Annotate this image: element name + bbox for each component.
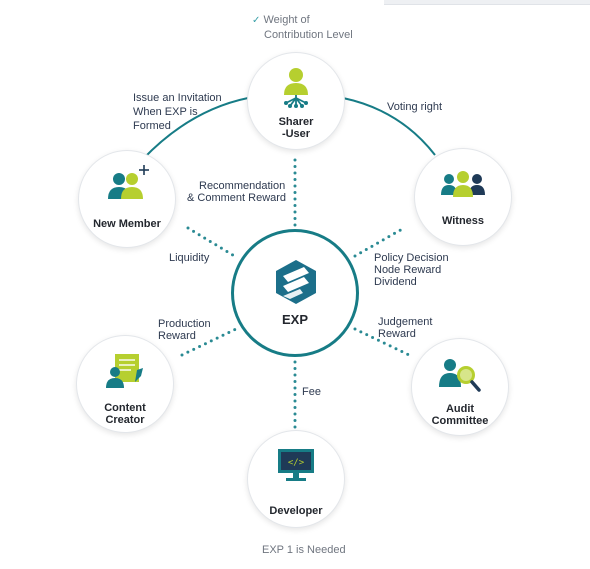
two-people-plus-icon [108,165,149,199]
person-network-icon [284,68,308,108]
weight-annotation: ✓ Weight of [252,14,310,27]
sharer-label-2: -User [281,128,311,140]
witness-label: Witness [441,215,485,227]
check-icon: ✓ [252,15,261,26]
person-magnifier-icon [439,359,481,392]
liquidity-annotation: Liquidity [169,252,210,264]
voting-annotation: Voting right [387,101,443,113]
developer-node: </> Developer [247,430,345,528]
weight-line-1: Weight of [263,14,310,26]
exp-logo-icon [276,260,316,304]
content-creator-label-2: Creator [105,414,145,426]
production-line-2: Reward [158,330,196,342]
policy-line-1: Policy Decision [374,252,449,264]
content-creator-node: Content Creator [76,335,174,433]
top-edge-bar [384,0,590,5]
recommend-line-2: & Comment Reward [187,192,287,204]
weight-line-2: Contribution Level [264,29,353,41]
judgement-line-2: Reward [378,328,416,340]
sharer-label-1: Sharer [278,116,314,128]
new-member-node: New Member [78,150,176,248]
exp-label: EXP [281,312,308,327]
sharer-user-node: Sharer -User [247,52,345,150]
arc-sharer-witness [342,97,436,156]
svg-text:</>: </> [288,458,305,468]
person-with-document-icon [106,354,143,388]
audit-label-1: Audit [445,403,475,415]
policy-line-3: Dividend [374,276,417,288]
invite-line-3: Formed [133,120,171,132]
policy-line-2: Node Reward [374,264,442,276]
production-line-1: Production [158,318,211,330]
developer-label: Developer [269,505,323,517]
recommend-line-1: Recommendation [199,180,286,192]
fee-annotation: Fee [302,386,321,398]
audit-label-2: Committee [431,415,489,427]
code-monitor-icon: </> [278,449,314,481]
new-member-label: New Member [93,218,161,230]
arc-new-member-sharer [142,97,249,160]
three-people-icon [441,171,485,197]
exp-center-node: EXP [231,229,359,357]
judgement-line-1: Judgement [378,316,433,328]
witness-node: Witness [414,148,512,246]
content-creator-label-1: Content [104,402,146,414]
exp-needed-annotation: EXP 1 is Needed [262,544,346,556]
invite-line-1: Issue an Invitation [133,92,222,104]
audit-committee-node: Audit Committee [411,338,509,436]
spoke-left-upper [186,226,238,259]
invite-line-2: When EXP is [133,106,198,118]
